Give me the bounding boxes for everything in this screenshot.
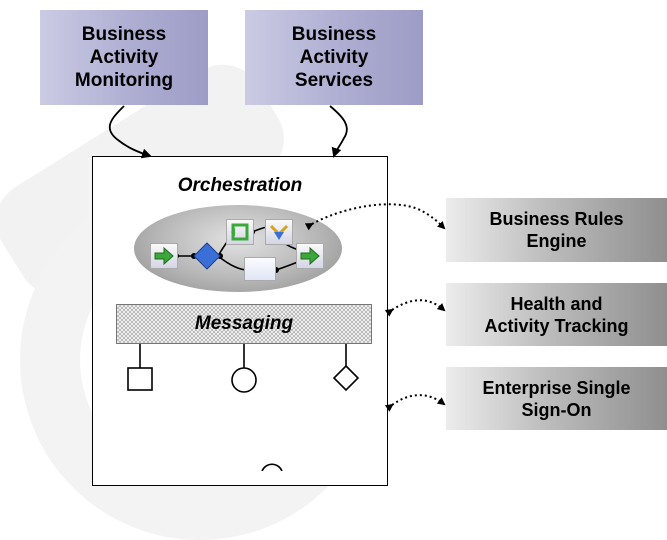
diagram-connectors: [108, 105, 446, 471]
business-rules-engine-box: Business Rules Engine: [446, 198, 667, 262]
health-tracking-dotted-arrow: [384, 299, 446, 317]
arrow-green-icon: [296, 243, 324, 269]
arrow-green-icon: [150, 243, 178, 269]
health-activity-tracking-box: Health and Activity Tracking: [446, 283, 667, 346]
rules-engine-dotted-arrow: [304, 203, 446, 231]
diamond-blue-icon: [193, 242, 221, 270]
enterprise-single-sign-on-box: Enterprise Single Sign-On: [446, 367, 667, 430]
messaging-bar: Messaging: [116, 304, 372, 344]
box-blue-icon: [244, 257, 276, 281]
orchestration-label: Orchestration: [177, 175, 303, 196]
messaging-label: Messaging: [194, 313, 294, 334]
messaging-ports: [127, 344, 360, 393]
bam-to-engine-arrow: [108, 105, 152, 159]
bas-to-engine-arrow: [329, 105, 348, 158]
business-activity-monitoring-box: Business Activity Monitoring: [40, 10, 208, 105]
loop-green-icon: [226, 219, 254, 245]
partial-circle: [261, 463, 283, 471]
sso-dotted-arrow: [384, 394, 446, 412]
split-blue-icon: [265, 219, 293, 245]
business-activity-services-box: Business Activity Services: [245, 10, 423, 105]
